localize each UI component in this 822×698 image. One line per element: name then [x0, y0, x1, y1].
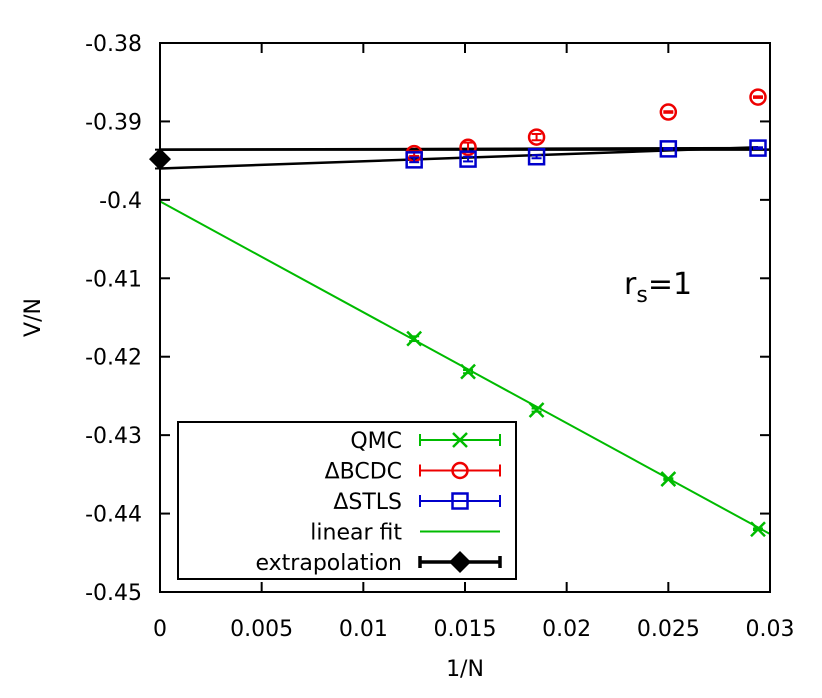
legend-label: ΔSTLS [333, 490, 402, 515]
legend-marker [449, 551, 471, 573]
stls-point [459, 150, 477, 168]
legend-label: QMC [350, 429, 402, 454]
bcdc-point [527, 128, 546, 146]
bcdc-point [659, 103, 678, 121]
y-tick-label: -0.4 [99, 189, 142, 214]
rs-annotation-sub: s [636, 283, 647, 308]
y-tick-label: -0.39 [85, 110, 142, 135]
legend-marker [451, 492, 469, 510]
legend-label: extrapolation [256, 551, 402, 576]
x-axis-label: 1/N [446, 657, 484, 682]
legend-marker [451, 461, 469, 480]
legend: QMC ΔBCDC ΔSTLS linear fit extrapolation [177, 421, 517, 580]
y-tick-label: -0.44 [85, 503, 142, 528]
stls-point [659, 140, 678, 158]
x-tick-label: 0 [153, 617, 167, 642]
bcdc-point [749, 88, 767, 106]
y-tick-label: -0.43 [85, 424, 142, 449]
y-tick-label: -0.42 [85, 346, 142, 371]
legend-marker [452, 432, 468, 448]
rs-annotation: rs=1 [624, 267, 692, 308]
stls-point [527, 147, 546, 166]
qmc-point [406, 330, 423, 347]
axis-ticks: 0 0.005 0.01 0.015 0.02 0.025 0.03 -0.45 -0.44 -0… [85, 32, 794, 642]
stls-point [405, 151, 423, 169]
y-tick-label: -0.41 [85, 267, 142, 292]
legend-label: ΔBCDC [325, 460, 402, 485]
legend-label: linear fit [310, 521, 402, 546]
data-marks [149, 88, 767, 538]
y-axis-label: V/N [21, 298, 46, 337]
qmc-point [460, 363, 476, 380]
rs-annotation-tail: =1 [648, 267, 692, 302]
qmc-point [750, 521, 766, 538]
bcdc-point [459, 138, 477, 157]
x-tick-label: 0.025 [637, 617, 700, 642]
qmc-point [528, 402, 545, 418]
y-tick-label: -0.38 [85, 32, 142, 57]
x-tick-label: 0.01 [339, 617, 388, 642]
x-tick-label: 0.005 [230, 617, 293, 642]
y-tick-label: -0.45 [85, 581, 142, 606]
x-tick-label: 0.015 [434, 617, 497, 642]
x-tick-label: 0.03 [746, 617, 795, 642]
stls-point [749, 139, 767, 157]
rs-annotation-base: r [624, 267, 637, 302]
qmc-point [660, 471, 677, 487]
x-tick-label: 0.02 [542, 617, 591, 642]
